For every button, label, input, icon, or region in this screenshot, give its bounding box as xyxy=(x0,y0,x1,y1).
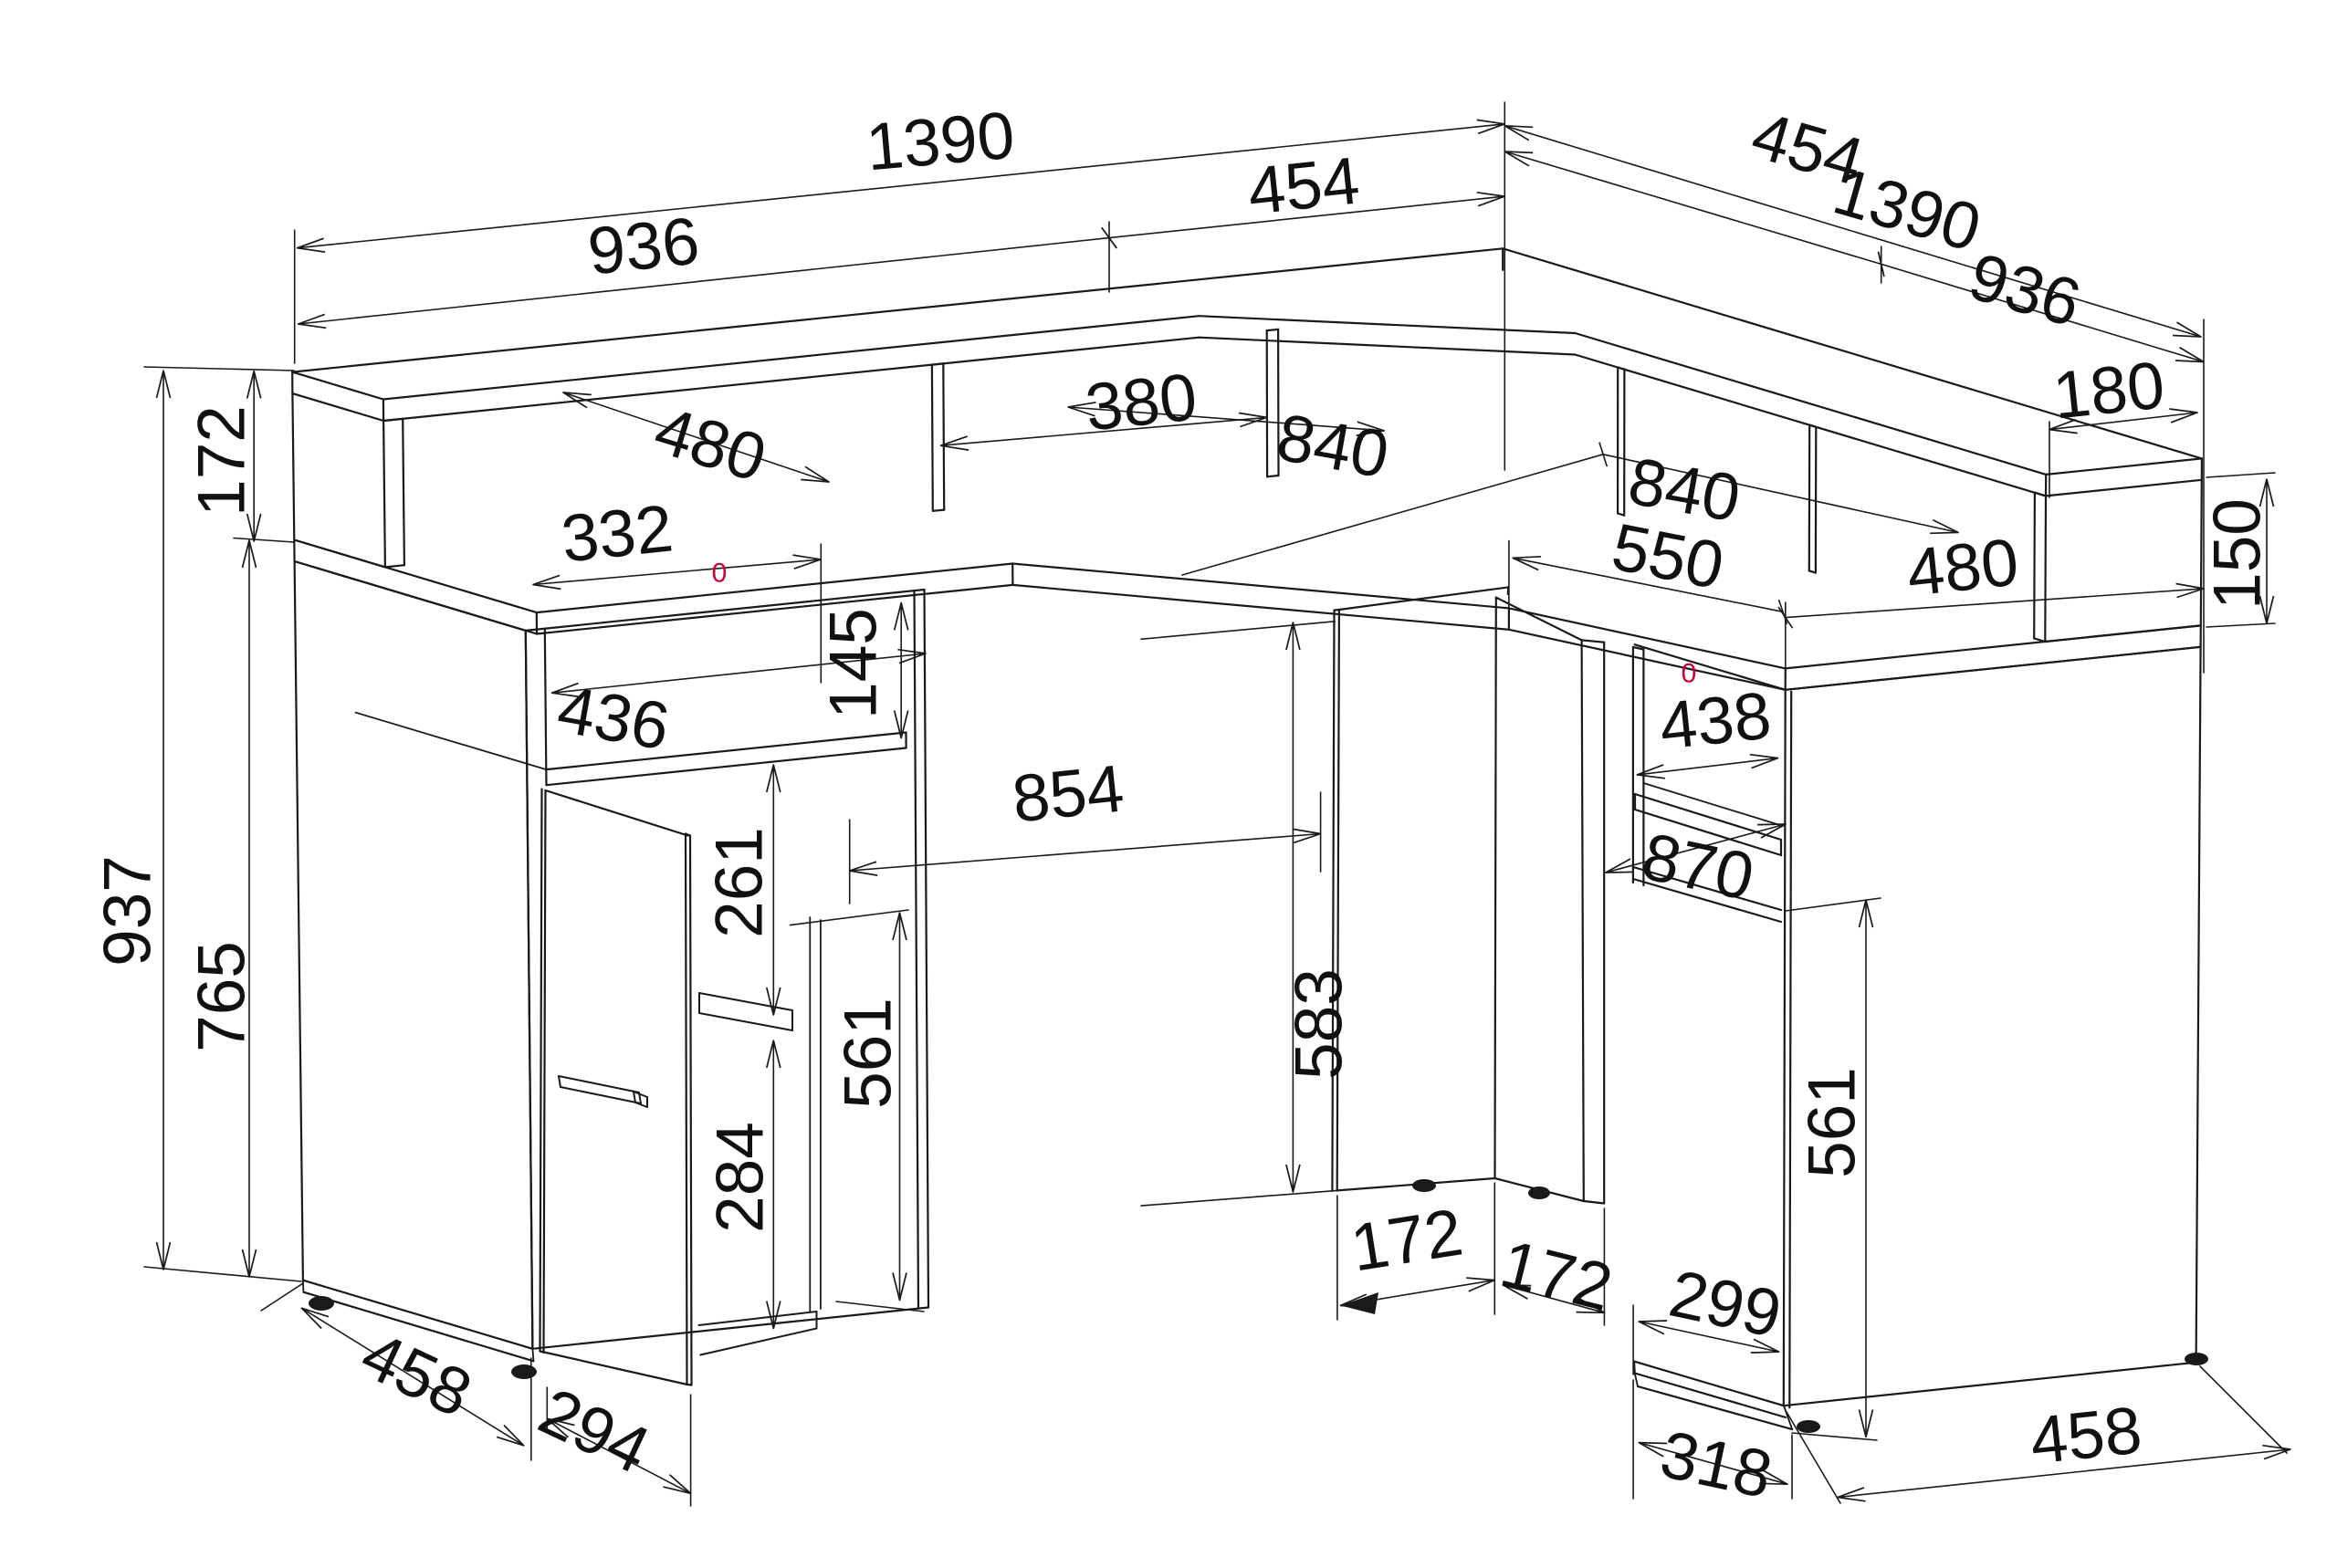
svg-text:150: 150 xyxy=(2201,498,2275,610)
svg-text:332: 332 xyxy=(558,491,676,576)
svg-text:180: 180 xyxy=(2049,348,2168,433)
svg-text:0: 0 xyxy=(1682,659,1697,689)
svg-text:1390: 1390 xyxy=(864,99,1018,185)
svg-text:458: 458 xyxy=(2027,1393,2145,1478)
svg-text:454: 454 xyxy=(1244,143,1363,228)
svg-text:561: 561 xyxy=(1796,1067,1870,1178)
svg-text:0: 0 xyxy=(712,559,728,589)
svg-text:172: 172 xyxy=(185,405,259,517)
svg-text:480: 480 xyxy=(1903,525,2022,610)
svg-text:261: 261 xyxy=(703,827,777,938)
svg-text:936: 936 xyxy=(584,204,703,288)
svg-text:937: 937 xyxy=(91,855,165,967)
svg-text:284: 284 xyxy=(704,1122,778,1233)
svg-text:765: 765 xyxy=(185,941,259,1052)
svg-text:438: 438 xyxy=(1656,678,1775,763)
svg-text:380: 380 xyxy=(1082,360,1200,444)
svg-text:145: 145 xyxy=(817,608,891,719)
svg-text:854: 854 xyxy=(1009,751,1127,836)
svg-text:561: 561 xyxy=(832,998,906,1109)
svg-text:583: 583 xyxy=(1283,968,1357,1080)
